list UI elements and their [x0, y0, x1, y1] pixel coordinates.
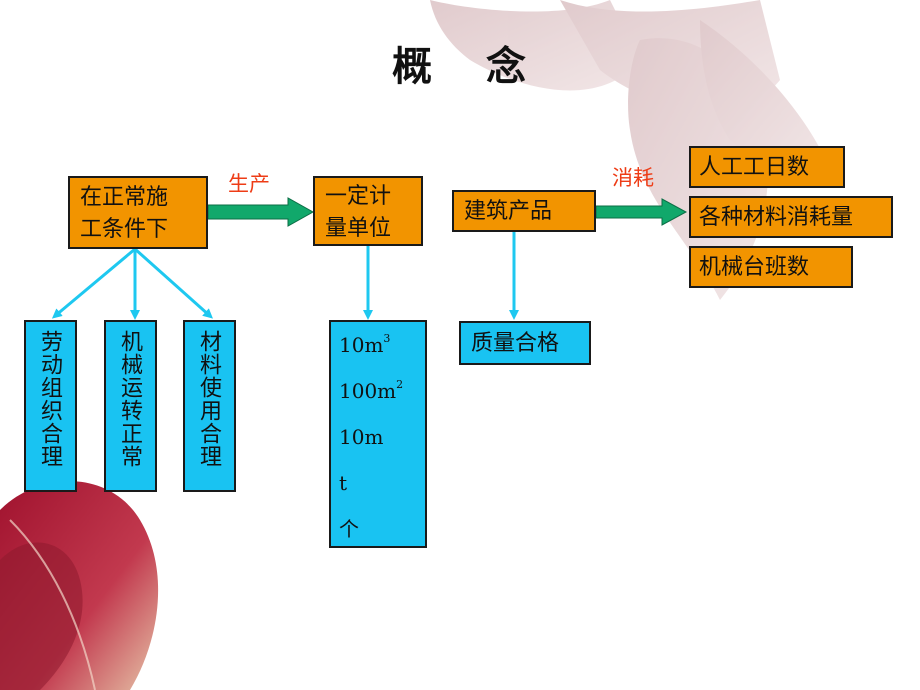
consumption-item: 各种材料消耗量 — [689, 196, 893, 238]
unit-item: 10m3 — [339, 332, 391, 357]
produce-arrow — [207, 197, 315, 227]
title-char-2: 念 — [486, 43, 528, 90]
start-condition-node: 在正常施 工条件下 — [68, 176, 208, 249]
unit-line-2: 量单位 — [325, 216, 392, 241]
arrow-to-material — [134, 247, 213, 319]
condition-machine: 机械运转正常 — [104, 320, 157, 492]
page-title: 概念 — [0, 34, 920, 92]
bottom-left-leaf — [0, 481, 159, 690]
start-condition-line-1: 在正常施 — [80, 185, 169, 210]
consume-arrow — [595, 198, 688, 226]
condition-material-text: 材料使用合理 — [196, 330, 221, 468]
title-char-1: 概 — [392, 43, 434, 90]
consume-label: 消耗 — [612, 166, 654, 190]
arrow-to-labor — [51, 247, 136, 319]
unit-line-1: 一定计 — [325, 184, 392, 209]
consumption-item: 人工工日数 — [689, 146, 845, 188]
unit-item: 个 — [339, 517, 359, 541]
unit-item: 10m — [339, 425, 384, 449]
unit-list: 10m3 100m2 10m t 个 — [329, 320, 427, 548]
condition-machine-text: 机械运转正常 — [117, 330, 142, 468]
unit-item: t — [339, 471, 348, 495]
start-condition-line-2: 工条件下 — [80, 217, 169, 242]
condition-material: 材料使用合理 — [183, 320, 236, 492]
unit-node: 一定计 量单位 — [313, 176, 423, 246]
quality-node: 质量合格 — [459, 321, 591, 365]
condition-labor-text: 劳动组织合理 — [37, 330, 62, 468]
condition-labor: 劳动组织合理 — [24, 320, 77, 492]
consumption-item: 机械台班数 — [689, 246, 853, 288]
product-node: 建筑产品 — [452, 190, 596, 232]
produce-label: 生产 — [228, 172, 270, 196]
unit-item: 100m2 — [339, 378, 404, 403]
